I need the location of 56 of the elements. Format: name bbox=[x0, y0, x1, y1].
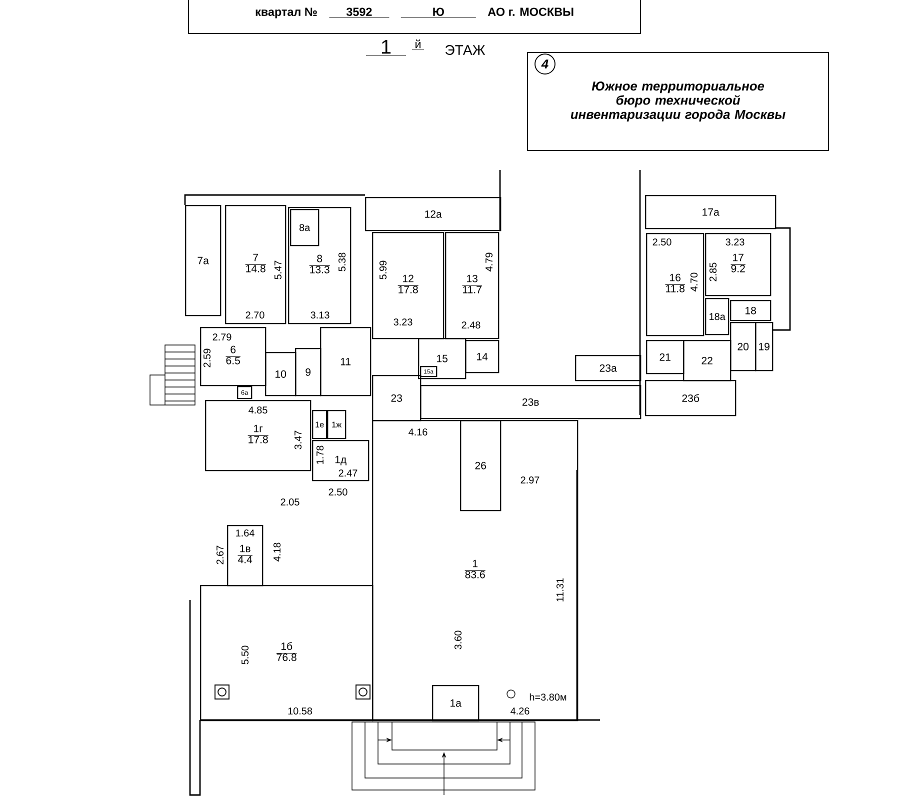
room-outline: 1а bbox=[432, 685, 480, 722]
dimension-label: 2.97 bbox=[520, 476, 540, 484]
room-outline: 21 bbox=[646, 340, 684, 374]
room-outline: 8а bbox=[290, 209, 320, 246]
dimension-label: 5.47 bbox=[274, 260, 282, 280]
dimension-label: 2.59 bbox=[204, 348, 211, 368]
header-box: квартал № 3592 Ю АО г. МОСКВЫ bbox=[188, 0, 642, 34]
dimension-label: 4.79 bbox=[486, 252, 493, 272]
dimension-label: 11.31 bbox=[556, 578, 564, 602]
room-outline: 9 bbox=[295, 348, 322, 396]
room-outline: 14 bbox=[465, 340, 500, 374]
dimension-label: 3.60 bbox=[454, 630, 462, 650]
room-outline: 23б bbox=[645, 380, 736, 416]
room-outline: 22 bbox=[683, 340, 732, 382]
dimension-label: 4.26 bbox=[510, 707, 530, 715]
room-outline: 7а bbox=[185, 205, 222, 316]
dimension-label: 4.85 bbox=[248, 406, 268, 414]
room-outline: 19 bbox=[755, 322, 774, 372]
dimension-label: 2.50 bbox=[328, 488, 348, 496]
dimension-label: 5.99 bbox=[380, 260, 387, 280]
dimension-label: 3.23 bbox=[394, 318, 412, 326]
dimension-label: 4.16 bbox=[408, 428, 428, 436]
room-outline: 23а bbox=[575, 355, 642, 382]
room-outline: 10 bbox=[265, 352, 296, 396]
room-outline: 26 bbox=[460, 420, 502, 512]
dimension-label: 1.64 bbox=[236, 529, 254, 537]
dimension-label: 2.48 bbox=[462, 321, 480, 329]
dimension-label: 2.50 bbox=[652, 238, 672, 246]
dimension-label: 4.18 bbox=[274, 542, 281, 562]
room-outline: 20 bbox=[730, 322, 756, 372]
dimension-label: 3.13 bbox=[310, 311, 330, 319]
room-outline: 18 bbox=[730, 300, 772, 322]
room-outline: 1ж bbox=[327, 410, 346, 440]
dimension-label: 10.58 bbox=[288, 707, 312, 715]
room-outline: 11 bbox=[320, 327, 372, 396]
ceiling-height-label: h=3.80м bbox=[530, 693, 566, 701]
dimension-label: 2.70 bbox=[246, 311, 264, 319]
dimension-label: 2.67 bbox=[216, 546, 224, 564]
dimension-label: 3.47 bbox=[294, 430, 302, 450]
room-outline: 23в bbox=[420, 385, 642, 420]
room-outline: 23 bbox=[372, 375, 422, 422]
room-outline: 18а bbox=[705, 298, 730, 336]
floor-suffix: й bbox=[412, 39, 424, 50]
dimension-label: 2.79 bbox=[212, 333, 232, 341]
room-outline: 1е bbox=[312, 410, 328, 440]
dimension-label: 5.50 bbox=[242, 646, 249, 664]
dimension-label: 5.38 bbox=[338, 252, 346, 272]
dimension-label: 2.47 bbox=[338, 470, 358, 476]
dimension-label: 3.23 bbox=[726, 238, 744, 246]
dimension-label: 4.70 bbox=[690, 272, 698, 292]
dimension-label: 1.78 bbox=[316, 446, 324, 464]
dimension-label: 2.85 bbox=[710, 262, 717, 282]
dimension-label: 2.05 bbox=[280, 498, 300, 506]
room-outline: 12а bbox=[365, 197, 502, 232]
room-outline: 17а bbox=[645, 195, 776, 230]
floor-number: 1 bbox=[366, 40, 406, 56]
